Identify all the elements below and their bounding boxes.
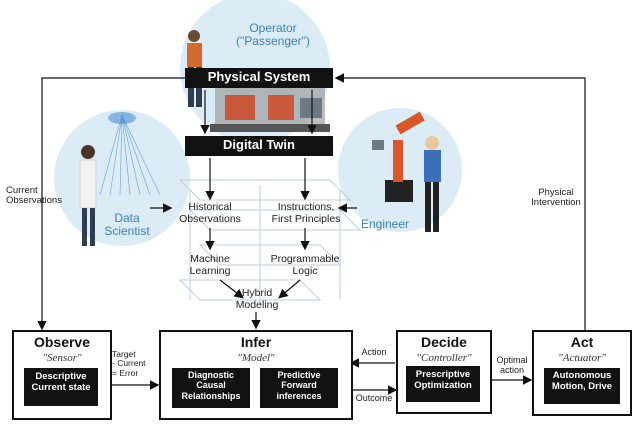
engineer-figure <box>424 136 441 232</box>
physical-system-bar <box>185 68 333 88</box>
current-observations-label: Current Observations <box>6 185 62 207</box>
infer-subtitle: "Model" <box>237 352 275 364</box>
physical-intervention-label: Physical Intervention <box>531 187 581 209</box>
data-beam <box>99 114 161 196</box>
digital-twin-label: Digital Twin <box>223 137 295 152</box>
decide-title: Decide <box>421 334 467 350</box>
outcome-label: Outcome <box>355 393 393 403</box>
programmable-logic-label: Programmable Logic <box>270 253 340 277</box>
data-scientist-circle <box>54 110 190 246</box>
robot-arm-figure <box>372 111 425 202</box>
engineer-label: Engineer <box>360 217 410 231</box>
infer-diagnostic: Diagnostic Causal Relationships <box>172 368 250 408</box>
infer-title: Infer <box>240 334 272 350</box>
physical-system-label: Physical System <box>207 69 311 84</box>
data-scientist-label: Data Scientist <box>104 211 150 239</box>
observe-title: Observe <box>33 334 91 350</box>
target-error-label: Target - Current = Error <box>112 349 146 378</box>
digital-twin-bar <box>185 136 333 156</box>
observe-inner: Descriptive Current state <box>24 368 98 406</box>
act-title: Act <box>570 334 594 350</box>
machine-illustration <box>210 88 330 132</box>
observe-subtitle: "Sensor" <box>42 352 82 364</box>
decide-subtitle: "Controller" <box>416 352 472 364</box>
act-subtitle: "Actuator" <box>558 352 606 364</box>
decide-inner: Prescriptive Optimization <box>406 366 480 402</box>
act-inner: Autonomous Motion, Drive <box>544 368 620 404</box>
instructions-label: Instructions, First Principles <box>271 201 341 225</box>
action-label: Action <box>361 347 387 357</box>
optimal-action-label: Optimal action <box>496 355 528 375</box>
data-cloud-icon <box>108 112 136 124</box>
historical-observations-label: Historical Observations <box>179 201 241 225</box>
machine-learning-label: Machine Learning <box>189 253 231 277</box>
data-scientist-figure <box>79 145 97 246</box>
connectors <box>37 73 586 395</box>
hybrid-modeling-label: Hybrid Modeling <box>235 287 279 311</box>
infer-predictive: Predictive Forward inferences <box>260 368 338 408</box>
operator-label: Operator ("Passenger") <box>236 21 310 49</box>
